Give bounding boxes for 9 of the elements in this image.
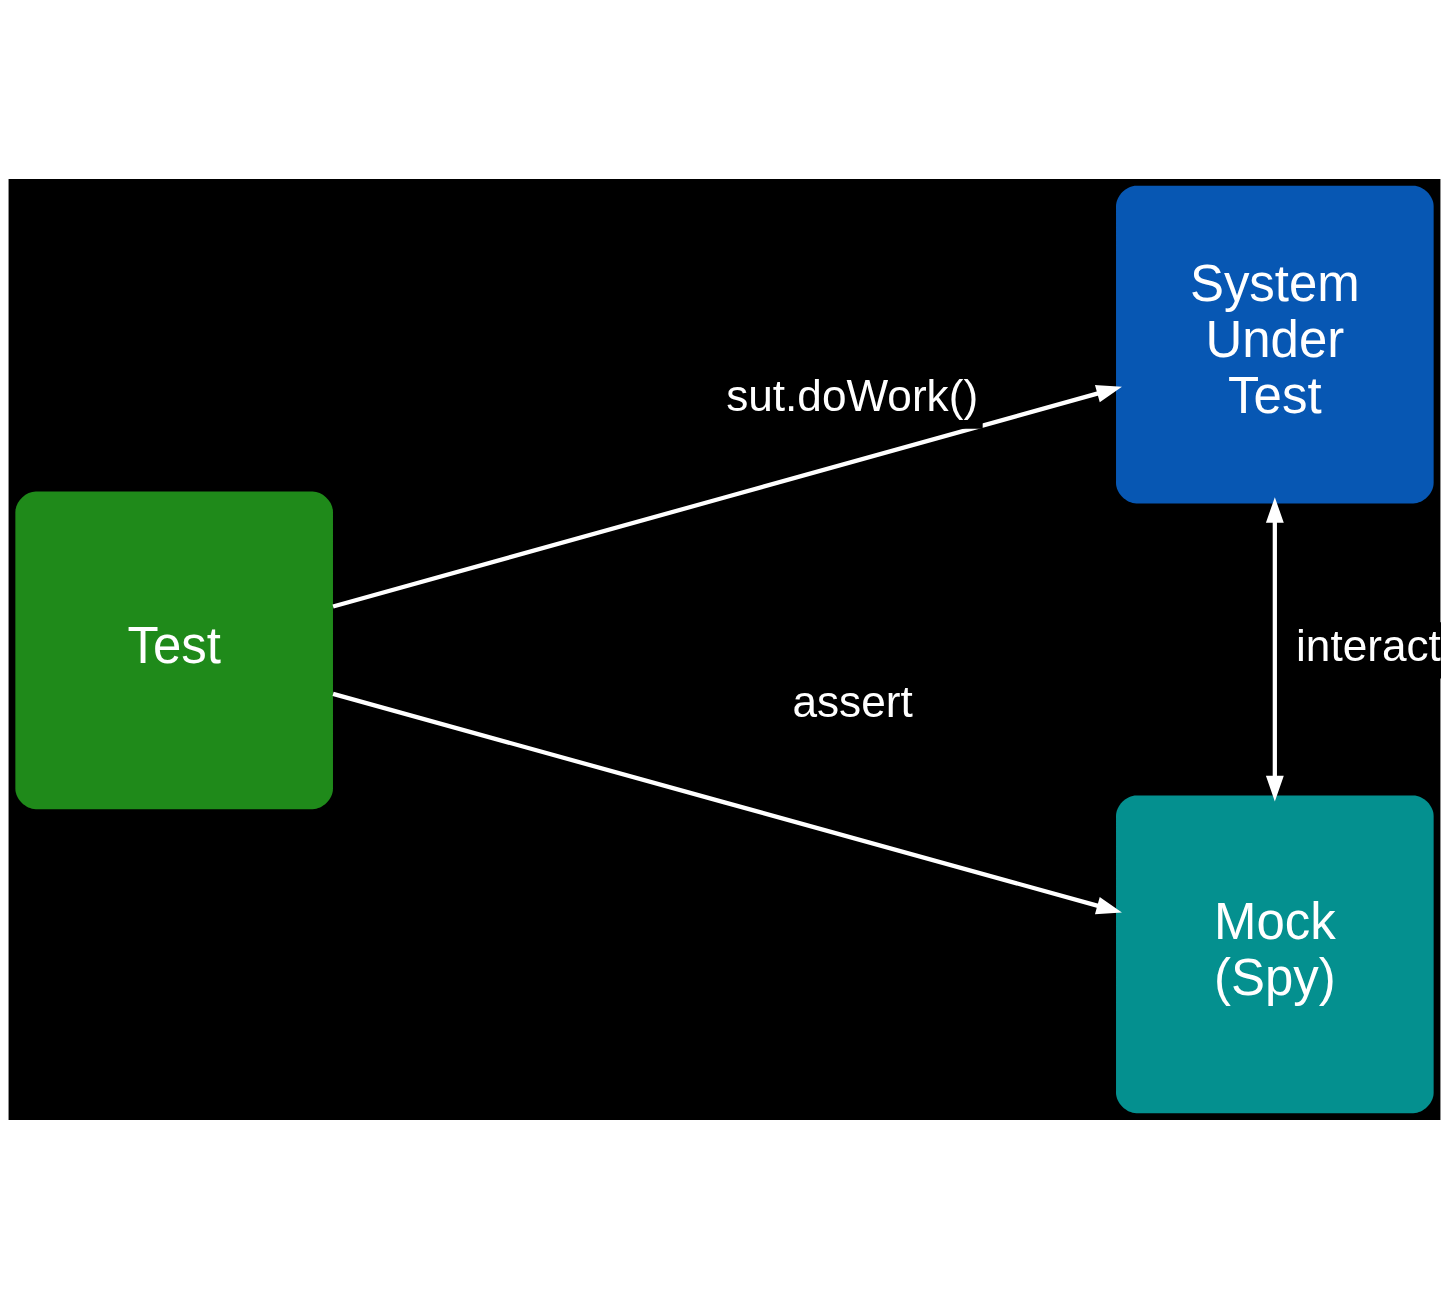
arrow bbox=[332, 691, 1122, 914]
node-box: Mock (Spy) bbox=[1116, 795, 1434, 1113]
node-box: System Under Test bbox=[1116, 185, 1434, 503]
arrow bbox=[332, 384, 1122, 609]
arrow bbox=[1265, 496, 1284, 801]
edge-label: interact bbox=[1296, 620, 1441, 670]
edge-label: sut.doWork() bbox=[726, 370, 979, 420]
node-box: Test bbox=[15, 491, 333, 809]
edge-label: assert bbox=[792, 676, 913, 726]
